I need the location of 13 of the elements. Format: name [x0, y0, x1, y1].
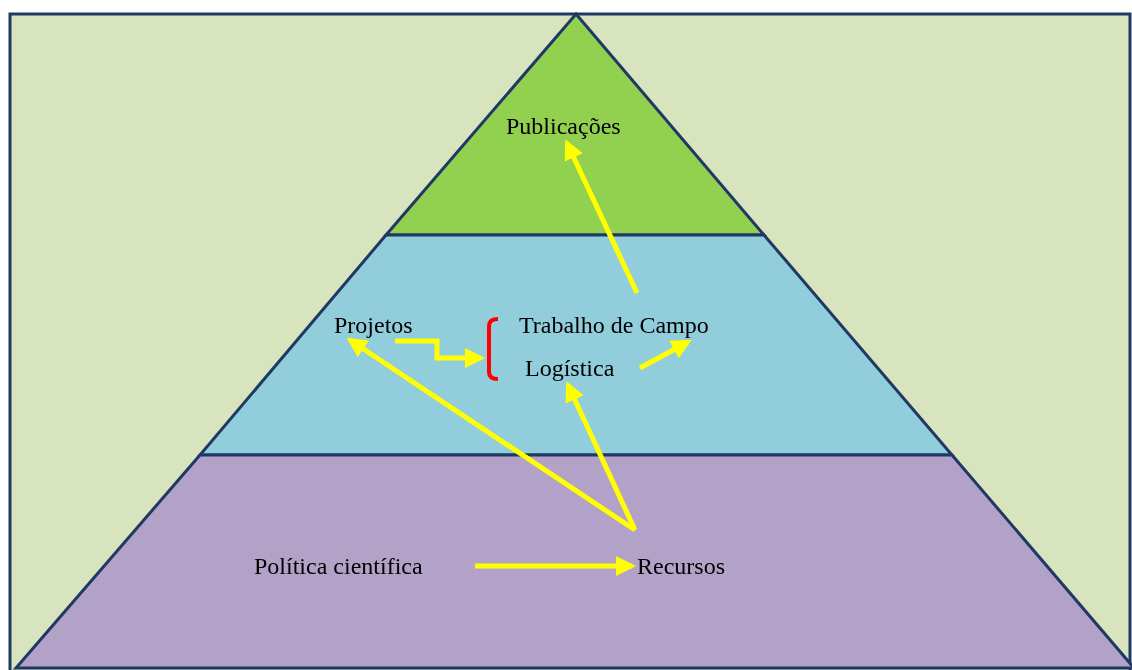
- bracket: [484, 316, 500, 382]
- arrow: [638, 339, 692, 371]
- node-label: Política científica: [254, 552, 423, 580]
- arrow: [565, 381, 638, 532]
- arrow: [346, 337, 637, 533]
- arrow: [475, 556, 636, 576]
- arrow: [564, 139, 640, 295]
- node-label: Recursos: [637, 552, 725, 580]
- arrow: [395, 338, 485, 368]
- node-label: Trabalho de Campo: [519, 311, 709, 339]
- node-label: Logística: [525, 354, 615, 382]
- node-label: Publicações: [506, 112, 621, 140]
- node-label: Projetos: [334, 311, 413, 339]
